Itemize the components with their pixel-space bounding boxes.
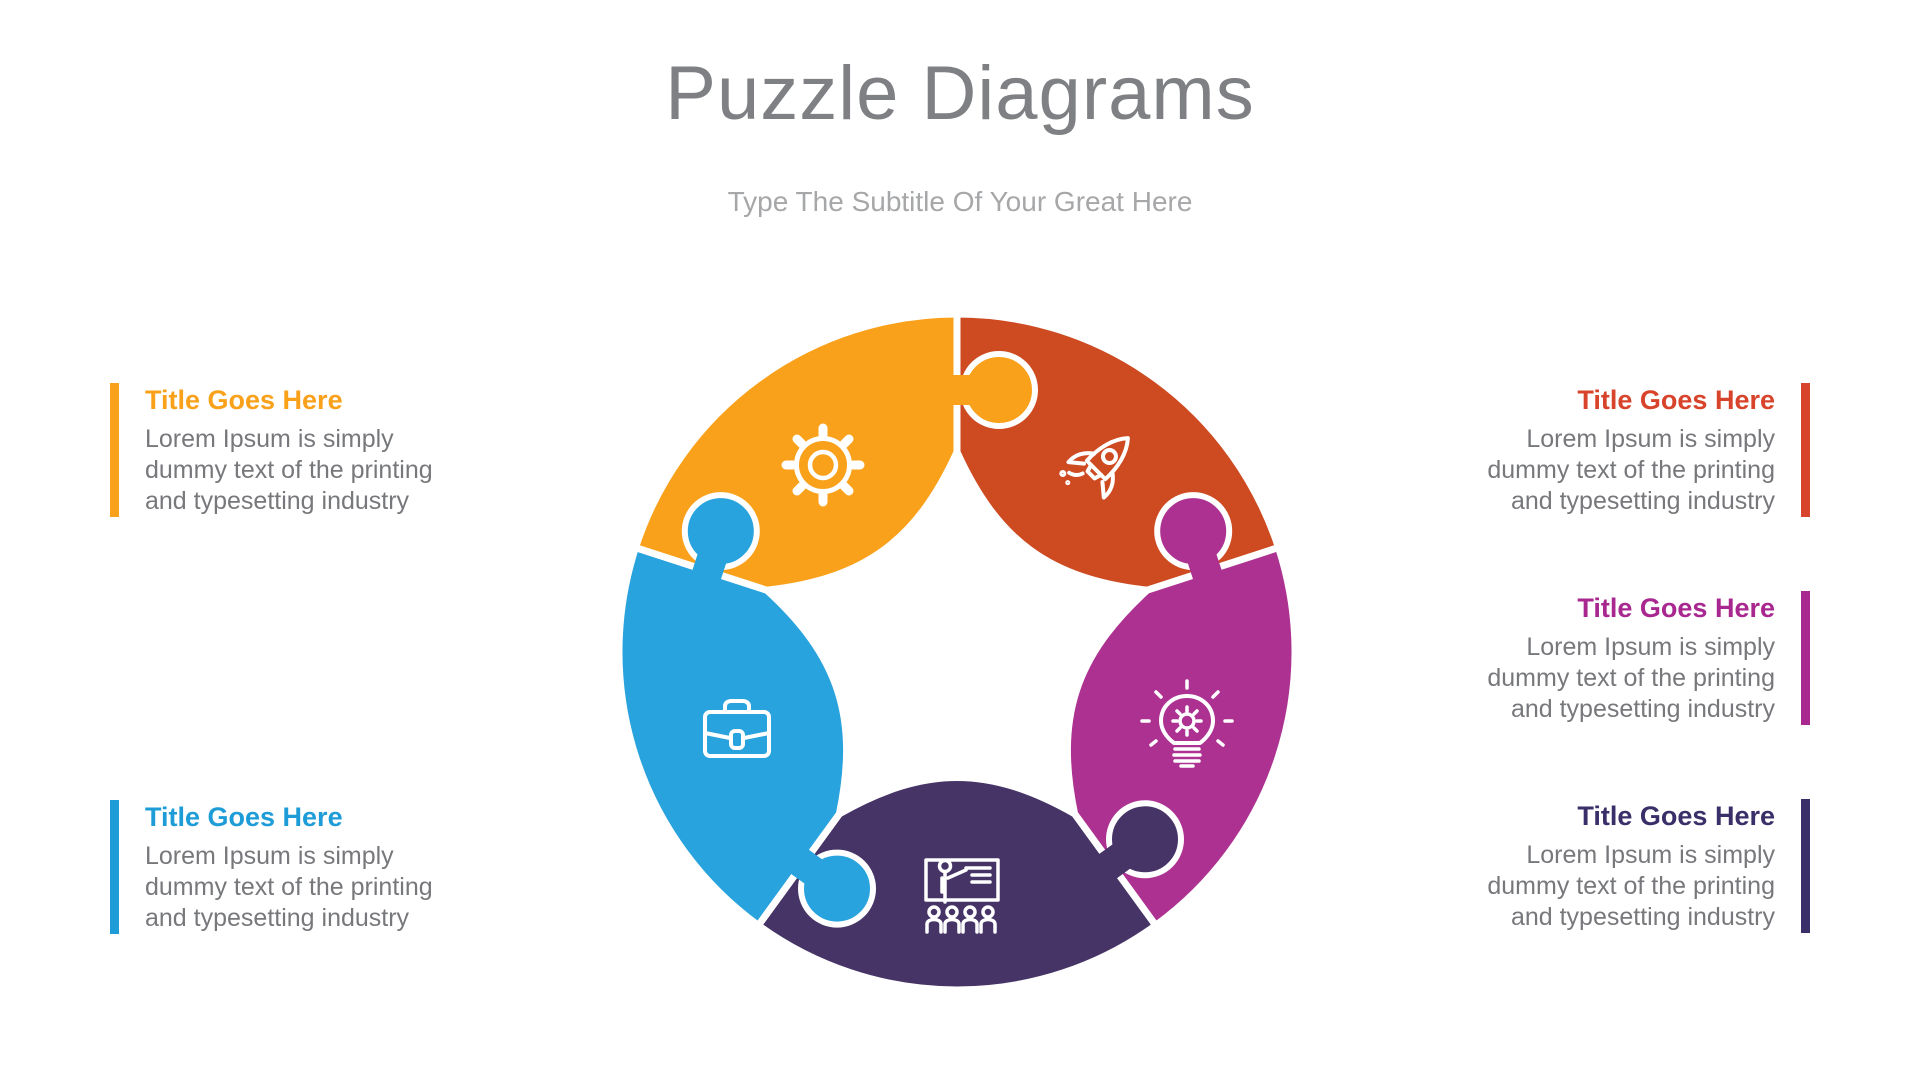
block-title: Title Goes Here	[1577, 385, 1775, 415]
accent-bar	[1801, 799, 1810, 933]
idea-bulb-icon	[1140, 679, 1234, 768]
puzzle-center	[762, 447, 1152, 818]
page-title: Puzzle Diagrams	[665, 51, 1255, 136]
rocket-icon	[1059, 436, 1130, 500]
text-block-bottom-right: Title Goes Here Lorem Ipsum is simply du…	[1487, 799, 1810, 933]
presentation-icon	[924, 858, 1000, 934]
block-body: Lorem Ipsum is simply dummy text of the …	[145, 425, 433, 515]
block-title: Title Goes Here	[145, 385, 343, 415]
block-title: Title Goes Here	[1577, 593, 1775, 623]
accent-bar	[1801, 383, 1810, 517]
puzzle-diagram	[612, 307, 1302, 997]
text-block-top-left: Title Goes Here Lorem Ipsum is simply du…	[110, 383, 433, 517]
block-title: Title Goes Here	[1577, 801, 1775, 831]
text-block-bottom-left: Title Goes Here Lorem Ipsum is simply du…	[110, 800, 433, 934]
block-body: Lorem Ipsum is simply dummy text of the …	[1487, 633, 1775, 723]
text-block-middle-right: Title Goes Here Lorem Ipsum is simply du…	[1487, 591, 1810, 725]
block-body: Lorem Ipsum is simply dummy text of the …	[1487, 841, 1775, 931]
accent-bar	[110, 383, 119, 517]
puzzle-knob	[681, 492, 760, 571]
page-subtitle: Type The Subtitle Of Your Great Here	[727, 186, 1193, 217]
accent-bar	[1801, 591, 1810, 725]
briefcase-icon	[703, 699, 771, 758]
puzzle-knob	[1154, 492, 1233, 571]
block-title: Title Goes Here	[145, 802, 343, 832]
accent-bar	[110, 800, 119, 934]
gear-icon	[781, 423, 865, 507]
block-body: Lorem Ipsum is simply dummy text of the …	[145, 842, 433, 932]
puzzle-svg	[615, 310, 1299, 994]
block-body: Lorem Ipsum is simply dummy text of the …	[1487, 425, 1775, 515]
text-block-top-right: Title Goes Here Lorem Ipsum is simply du…	[1487, 383, 1810, 517]
